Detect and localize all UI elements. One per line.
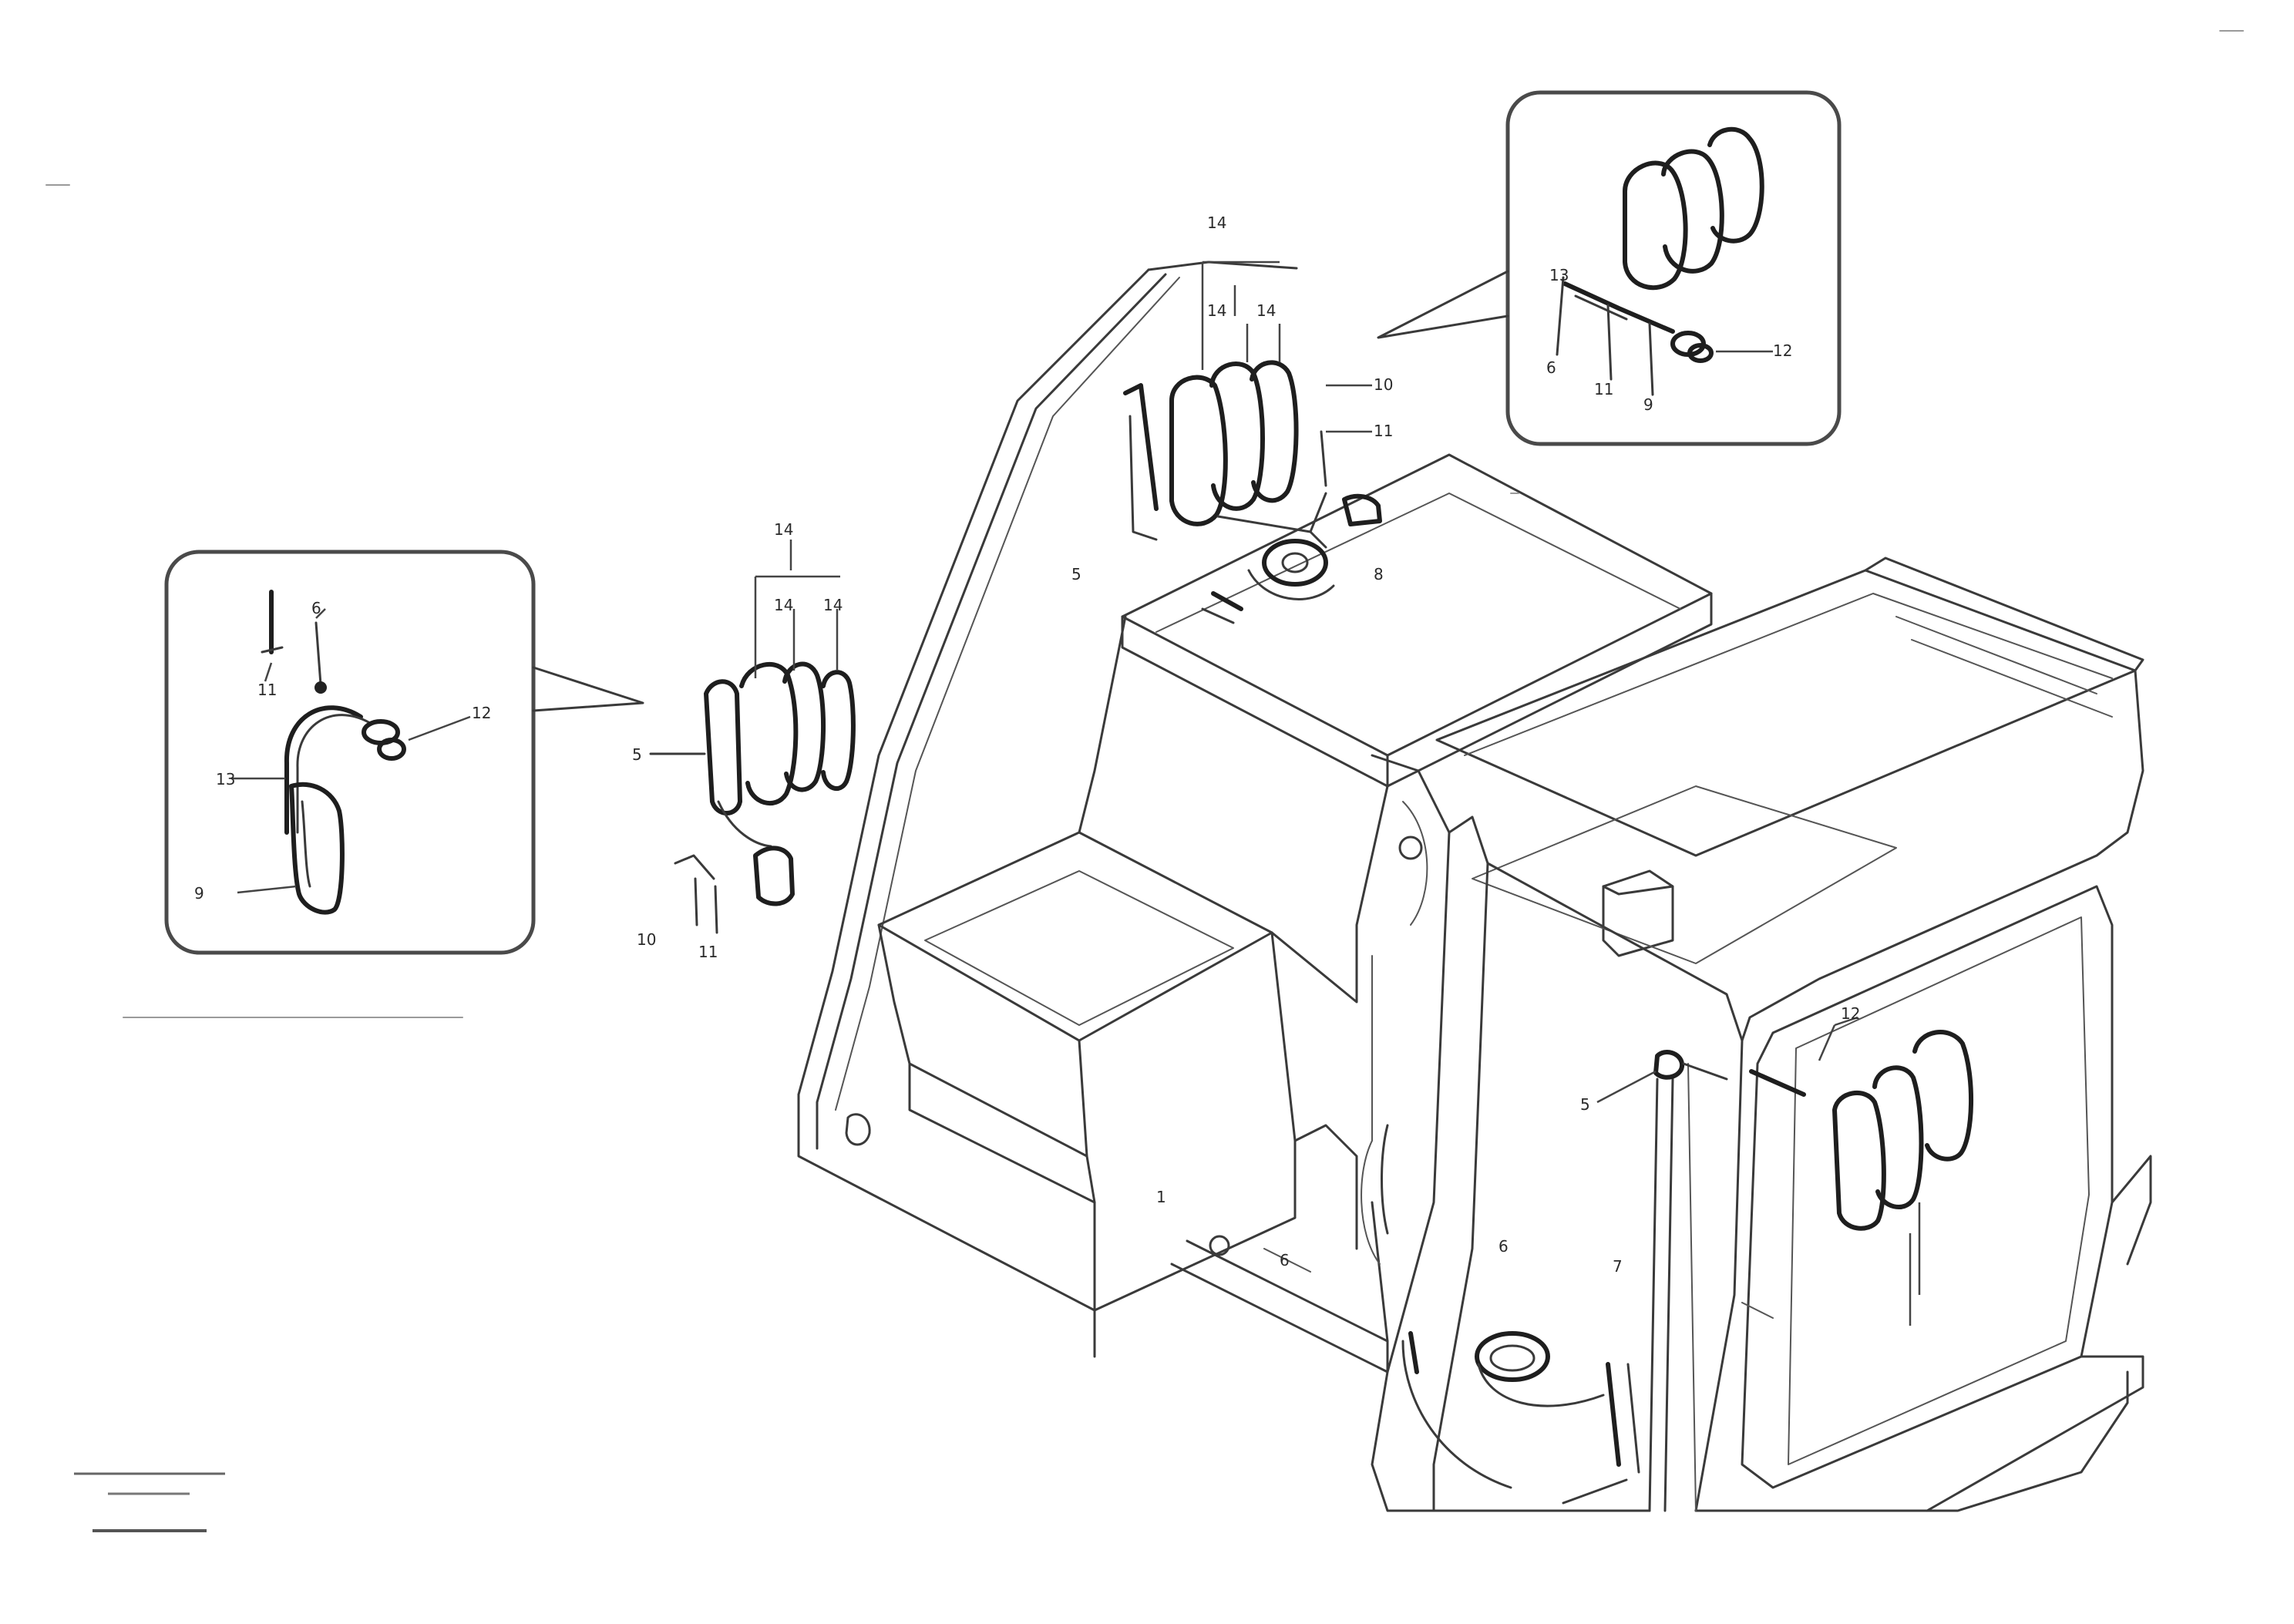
cab-floor-frame — [797, 1093, 1096, 1358]
drawing-reference — [74, 1472, 225, 1532]
callout-label: 6 — [1280, 1251, 1290, 1269]
lamp-housing-icon — [1169, 375, 1228, 526]
cab-rear-roof — [1435, 569, 2137, 857]
lamp-housing-icon — [704, 679, 742, 815]
callout-label: 8 — [1374, 565, 1384, 583]
lens-ring-icon — [1250, 360, 1299, 503]
callout-label: 14 — [774, 520, 793, 539]
round-lamp-icon — [1475, 1331, 1550, 1382]
front-lamp-assembly — [649, 540, 856, 934]
inset-left-frame — [164, 550, 536, 955]
operator-seat — [877, 831, 1273, 1042]
callout-label: 12 — [1773, 341, 1792, 360]
callout-label: 11 — [698, 943, 718, 961]
seat-backrest — [1078, 615, 1127, 834]
bracket-icon — [1749, 1069, 1806, 1097]
lamp-housing-icon — [289, 782, 345, 915]
bracket-icon — [284, 705, 363, 835]
lens-ring-icon — [1707, 126, 1764, 244]
mount-base-icon — [1262, 539, 1328, 587]
callout-label: 6 — [1498, 1237, 1509, 1256]
callout-label: 9 — [1643, 395, 1653, 414]
callout-label: 10 — [1374, 375, 1393, 394]
top-lamp-assembly — [1123, 261, 1382, 624]
callout-label: 6 — [311, 599, 321, 617]
nut-icon — [1342, 493, 1382, 526]
callout-label: 12 — [472, 704, 491, 722]
callout-label: 5 — [1071, 565, 1081, 583]
lens-ring-icon — [1872, 1065, 1924, 1209]
callout-label: 14 — [1207, 301, 1226, 320]
cab-rear-window — [1741, 669, 2144, 1042]
lamp-housing-icon — [1832, 1090, 1886, 1231]
cab-roof — [1121, 453, 1713, 757]
bolt-icon — [314, 621, 322, 686]
cab-assembly: 14 14 14 10 11 8 5 14 14 14 5 10 11 12 5… — [632, 214, 2152, 1512]
lens-ring-icon — [821, 670, 856, 791]
lens-ring-icon — [739, 661, 799, 806]
lens-ring-icon — [782, 661, 826, 792]
inset-left: 6 12 13 9 11 — [164, 550, 644, 955]
callout-label: 13 — [1549, 266, 1569, 284]
callout-label: 14 — [1256, 301, 1276, 320]
lens-ring-icon — [1661, 149, 1724, 274]
callout-label: 14 — [823, 596, 843, 614]
callout-label: 10 — [637, 930, 656, 949]
inset-right-pointer — [1377, 270, 1509, 339]
inset-left-pointer — [532, 666, 644, 712]
callout-label: 12 — [1841, 1004, 1860, 1023]
nut-icon — [1653, 1050, 1684, 1080]
callout-label: 6 — [1546, 358, 1556, 377]
lens-ring-icon — [1623, 160, 1688, 291]
callout-label: 9 — [194, 884, 204, 903]
bracket-icon — [1562, 281, 1675, 334]
handrail-icon — [1606, 1362, 1621, 1467]
inset-right-frame — [1505, 90, 1842, 446]
cab-pillar — [797, 268, 1150, 1096]
callout-label: 11 — [257, 681, 277, 699]
callout-label: 13 — [216, 770, 235, 788]
cab-door-frame — [1371, 754, 1651, 1512]
lens-ring-icon — [1209, 361, 1265, 511]
bracket-icon — [753, 846, 795, 906]
roof-hatch — [1602, 869, 1674, 957]
scan-artifacts — [45, 30, 2244, 1018]
callout-label: 11 — [1594, 380, 1613, 398]
callout-label: 1 — [1156, 1188, 1166, 1206]
rear-lamp-assembly — [1596, 1016, 1974, 1326]
callout-label: 5 — [1580, 1095, 1590, 1114]
callout-label: 14 — [1207, 214, 1226, 232]
callout-label: 7 — [1613, 1257, 1623, 1276]
bolt-hole — [845, 1113, 871, 1146]
callout-label: 14 — [774, 596, 793, 614]
lens-ring-icon — [1912, 1030, 1974, 1162]
inset-right: 12 6 11 9 13 — [1377, 90, 1842, 446]
callout-label: 11 — [1374, 422, 1393, 440]
callout-label: 5 — [632, 745, 642, 764]
